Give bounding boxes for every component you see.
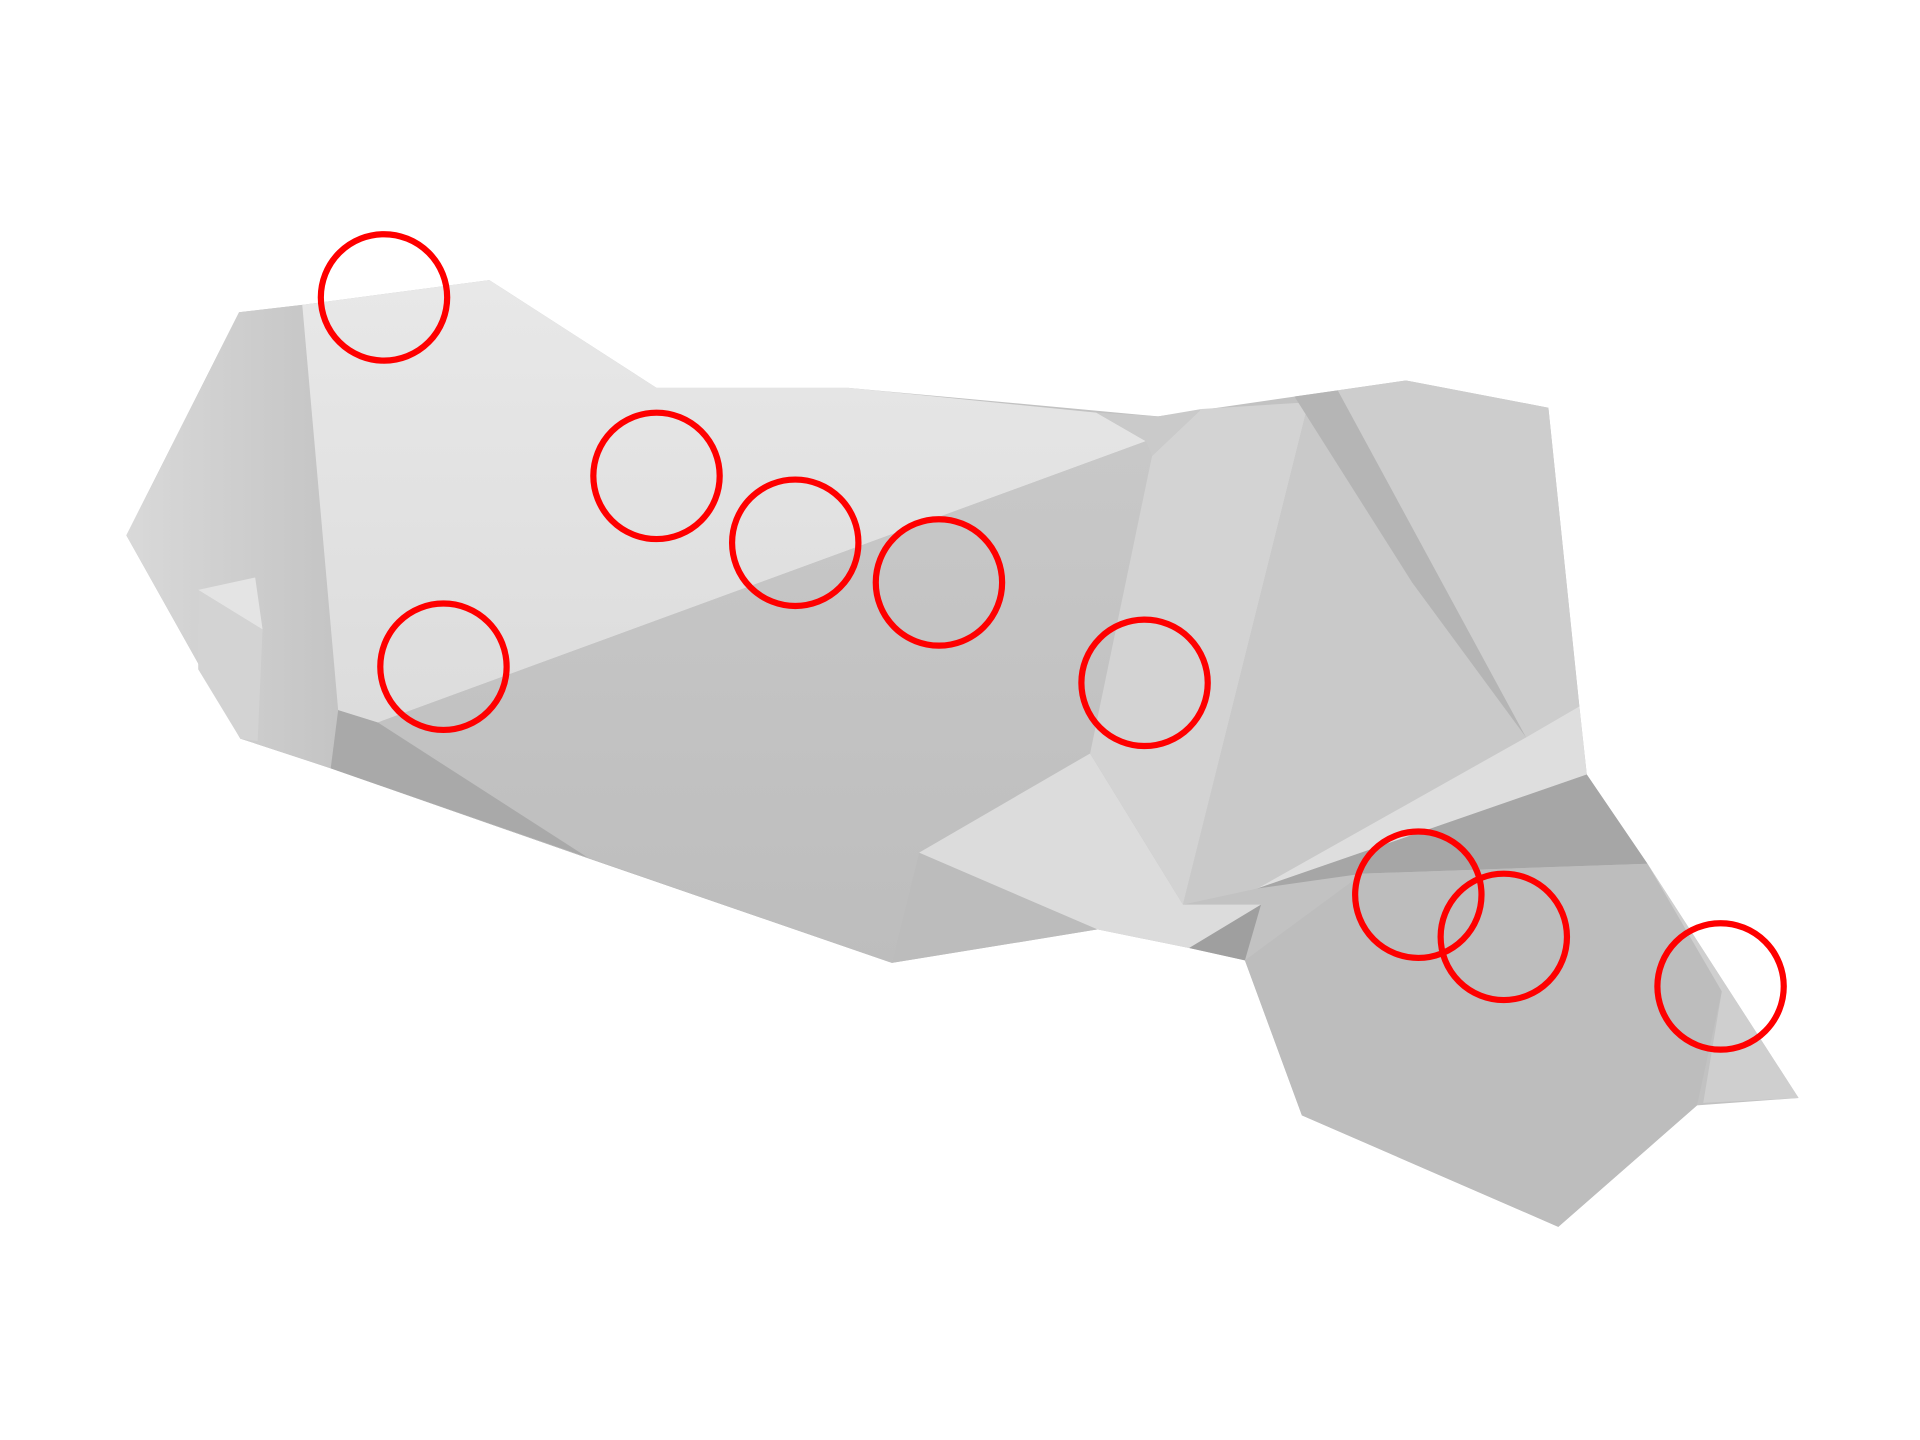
facet-light-flap — [919, 753, 1262, 949]
marker-circle — [872, 516, 1006, 649]
facet-small-dark — [1189, 904, 1262, 961]
facet-lower-band — [330, 768, 1098, 963]
marker-layer — [317, 231, 1787, 1053]
marker-circle — [1654, 920, 1787, 1053]
facet-left-wing — [126, 304, 339, 769]
facet-left-inner — [198, 589, 263, 742]
facet-small-top — [1096, 408, 1202, 457]
facet-lower-right — [1244, 863, 1722, 1227]
facet-right-tall — [1182, 408, 1527, 905]
facet-right-shade — [1294, 390, 1527, 738]
facet-top-light — [302, 280, 1146, 723]
marker-circle — [1437, 870, 1571, 1004]
marker-circle — [728, 476, 862, 610]
marker-circle — [1352, 828, 1485, 962]
marker-circle — [1078, 616, 1211, 750]
marker-circle — [317, 231, 451, 364]
facet-middle-band — [377, 441, 1152, 963]
facet-left-notch — [198, 577, 263, 630]
folded-sheet — [126, 280, 1799, 1227]
facet-right-ledge — [1257, 706, 1587, 889]
facet-tip-light — [1647, 863, 1799, 1103]
facet-dark-crease — [330, 710, 590, 859]
marker-circle — [590, 409, 723, 543]
marker-circle — [377, 600, 510, 734]
facet-dark-band — [1257, 774, 1648, 889]
facet-right-panel — [1337, 380, 1580, 738]
